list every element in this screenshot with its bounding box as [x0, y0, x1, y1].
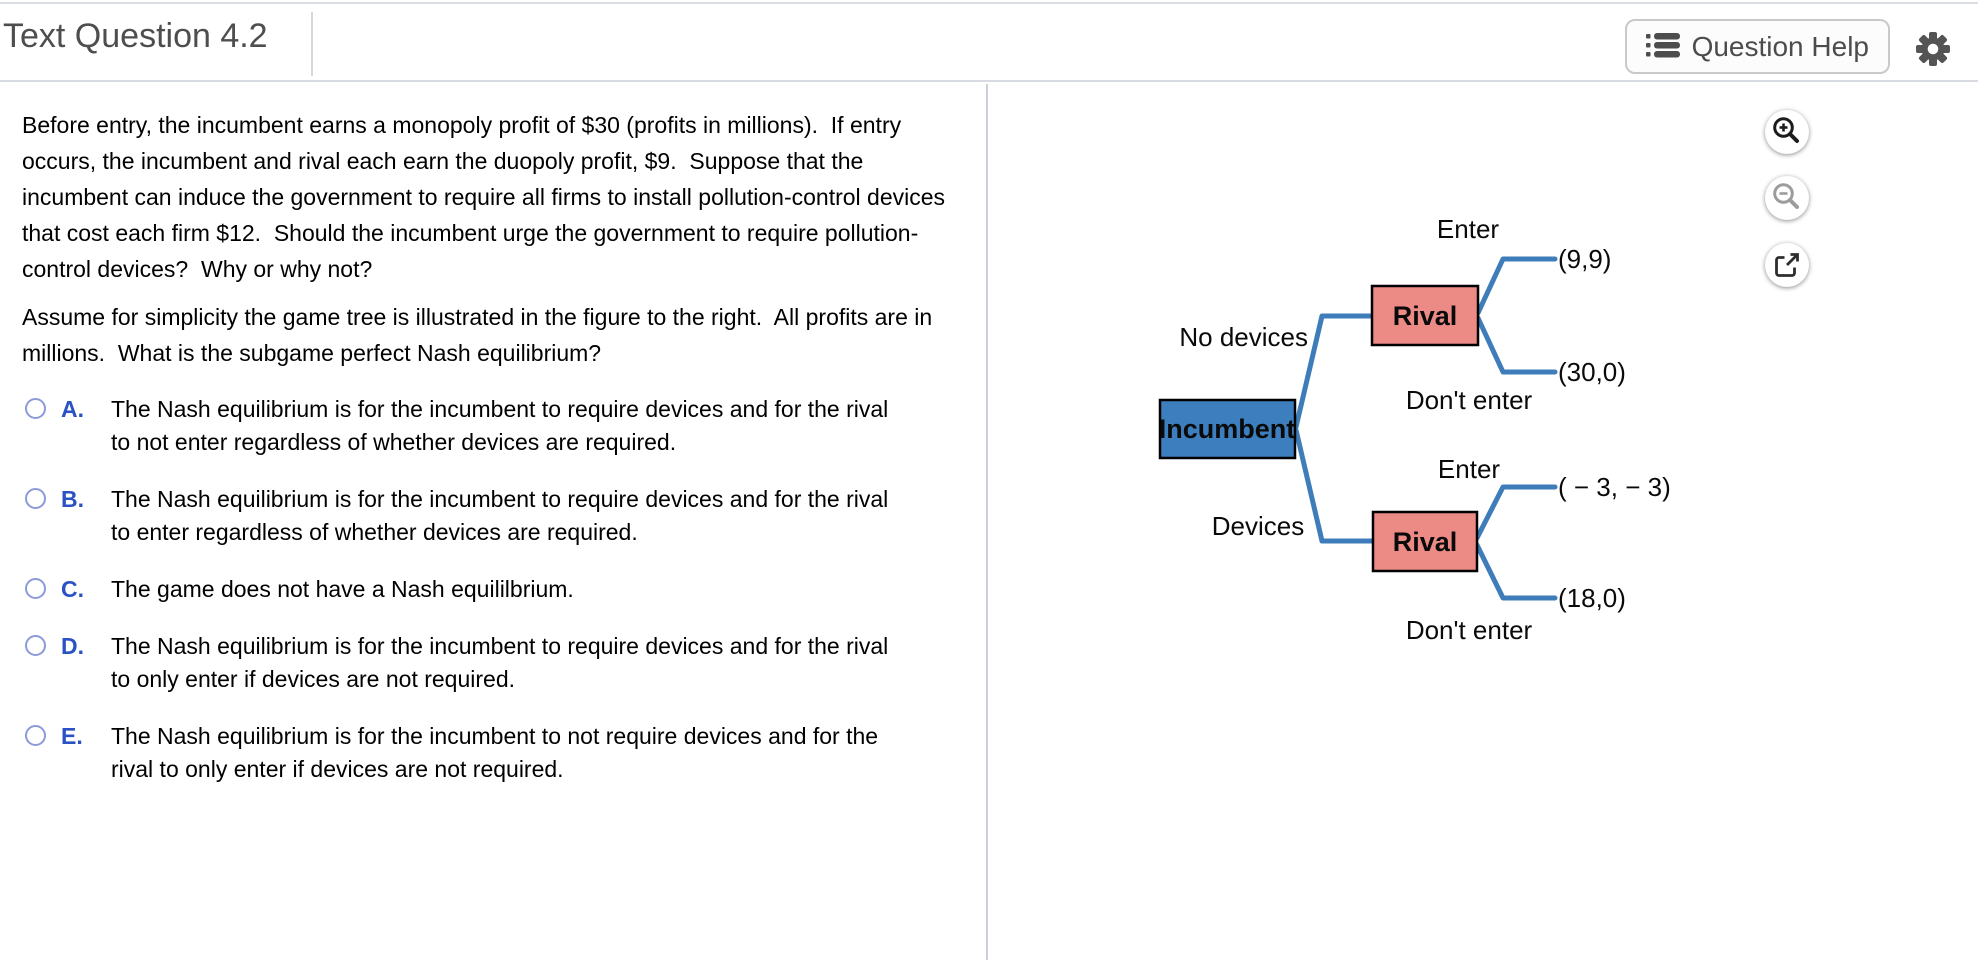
top-bar: Text Question 4.2 Question Help [0, 2, 1978, 82]
page-title: Text Question 4.2 [3, 17, 268, 55]
answer-options: A. The Nash equilibrium is for the incum… [22, 393, 956, 786]
incumbent-node [1158, 398, 1297, 460]
no-devices-label: No devices [1179, 322, 1308, 352]
title-separator [311, 12, 313, 76]
branch-devices [1293, 427, 1376, 544]
figure-panel: Incumbent Rival Rival No devices Devices… [988, 84, 1978, 962]
option-letter: A. [61, 396, 84, 422]
zoom-in-button[interactable] [1765, 110, 1809, 154]
devices-label: Devices [1212, 511, 1304, 541]
bottom-enter-label: Enter [1438, 454, 1500, 484]
rival-node-bottom [1371, 510, 1479, 573]
incumbent-node-label: Incumbent [1159, 414, 1296, 444]
option-text: The Nash equilibrium is for the incumben… [111, 633, 895, 692]
open-in-new-window-button[interactable] [1765, 243, 1809, 287]
branch-top-enter [1475, 256, 1558, 316]
payoff-top-dont-enter: (30,0) [1558, 357, 1626, 387]
open-in-new-window-icon [1775, 253, 1799, 277]
radio-button-c[interactable] [25, 578, 46, 599]
panel-divider [986, 84, 988, 960]
answer-option-a[interactable]: A. The Nash equilibrium is for the incum… [22, 393, 956, 459]
zoom-in-icon [1773, 117, 1799, 143]
radio-button-d[interactable] [25, 635, 46, 656]
payoff-bottom-dont-enter: (18,0) [1558, 583, 1626, 613]
question-panel: Before entry, the incumbent earns a mono… [0, 84, 986, 962]
settings-button[interactable] [1911, 27, 1955, 71]
zoom-out-button[interactable] [1765, 176, 1809, 220]
option-letter: C. [61, 576, 84, 602]
answer-option-e[interactable]: E. The Nash equilibrium is for the incum… [22, 720, 956, 786]
option-text: The game does not have a Nash equililbri… [111, 576, 574, 602]
question-paragraph-1: Before entry, the incumbent earns a mono… [22, 112, 952, 282]
menu-list-icon [1645, 33, 1680, 58]
rival-node-bottom-label: Rival [1393, 527, 1458, 557]
gear-icon [1916, 32, 1950, 66]
question-help-button[interactable]: Question Help [1624, 19, 1890, 74]
rival-node-top-label: Rival [1393, 301, 1458, 331]
payoff-top-enter: (9,9) [1558, 244, 1611, 274]
branch-no-devices [1293, 313, 1375, 430]
radio-button-e[interactable] [25, 725, 46, 746]
payoff-bottom-enter: ( − 3, − 3) [1558, 472, 1671, 502]
top-enter-label: Enter [1437, 214, 1499, 244]
branch-bottom-enter [1474, 484, 1558, 541]
bottom-dont-enter-label: Don't enter [1406, 615, 1533, 645]
radio-button-b[interactable] [25, 488, 46, 509]
rival-node-top [1370, 284, 1480, 347]
option-text: The Nash equilibrium is for the incumben… [111, 723, 885, 782]
answer-option-b[interactable]: B. The Nash equilibrium is for the incum… [22, 483, 956, 549]
radio-button-a[interactable] [25, 398, 46, 419]
top-dont-enter-label: Don't enter [1406, 385, 1533, 415]
option-letter: B. [61, 486, 84, 512]
option-text: The Nash equilibrium is for the incumben… [111, 486, 895, 545]
option-letter: D. [61, 633, 84, 659]
answer-option-d[interactable]: D. The Nash equilibrium is for the incum… [22, 630, 956, 696]
question-help-label: Question Help [1691, 30, 1869, 62]
option-letter: E. [61, 723, 83, 749]
zoom-out-icon [1773, 183, 1799, 209]
question-paragraph-2: Assume for simplicity the game tree is i… [22, 304, 939, 366]
game-tree-figure: Incumbent Rival Rival No devices Devices… [1158, 214, 1671, 645]
answer-option-c[interactable]: C. The game does not have a Nash equilil… [22, 573, 956, 606]
branch-top-dont-enter [1475, 315, 1558, 375]
branch-bottom-dont-enter [1474, 542, 1558, 601]
option-text: The Nash equilibrium is for the incumben… [111, 396, 895, 455]
